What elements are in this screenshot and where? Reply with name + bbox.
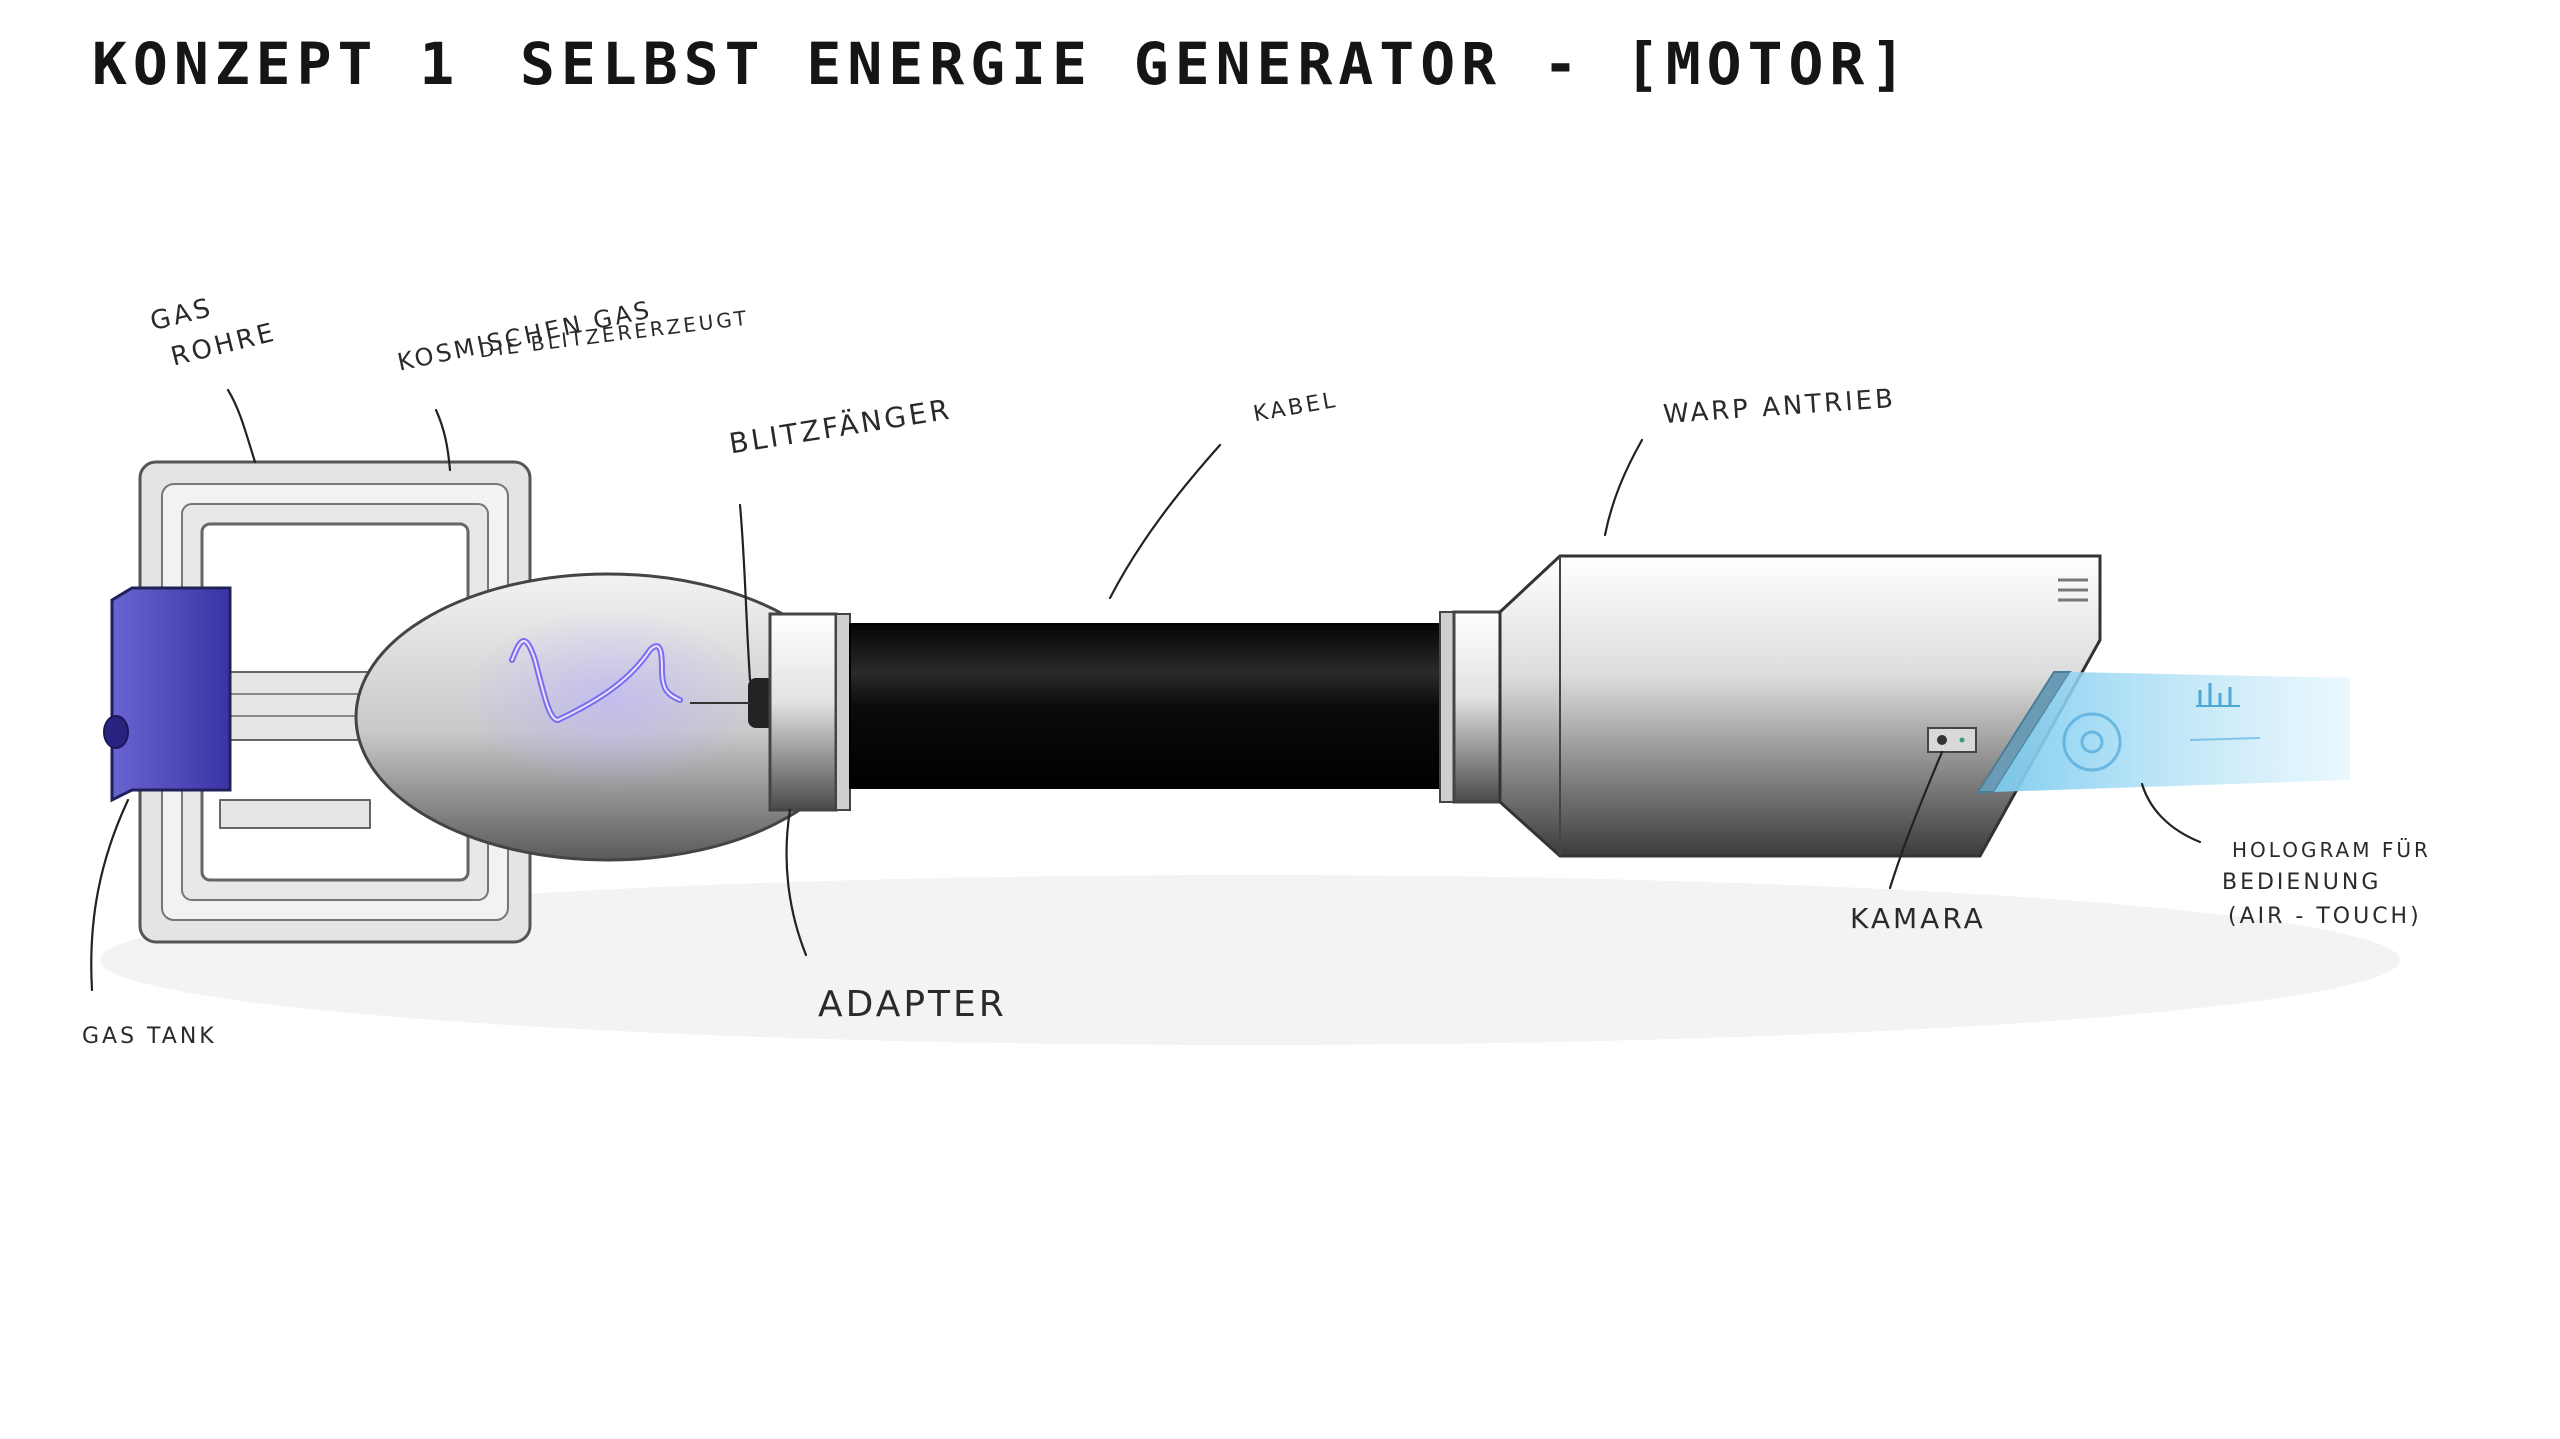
ground-shadow	[100, 875, 2400, 1045]
leader-lines	[90, 388, 2202, 992]
leader-kabel	[1108, 443, 1222, 600]
leader-blitzfaenger	[738, 503, 752, 682]
warp-connector	[1439, 610, 1502, 804]
leader-gas-tank	[90, 798, 130, 992]
label-hologram-line3: (AIR - TOUCH)	[2228, 904, 2422, 929]
label-adapter: ADAPTER	[818, 984, 1007, 1025]
camera-module	[1927, 727, 1977, 753]
cable	[849, 623, 1449, 789]
label-hologram-line2: BEDIENUNG	[2222, 870, 2382, 895]
leader-kosmischen	[434, 408, 452, 472]
warp-drive	[1498, 554, 2102, 858]
label-gas-tank: GAS TANK	[82, 1024, 217, 1049]
leader-adapter	[785, 808, 808, 957]
leader-kamara	[1888, 750, 1944, 890]
gas-tank	[103, 586, 232, 803]
leader-gas-rohre	[226, 388, 257, 464]
label-kamara: KAMARA	[1850, 902, 1986, 935]
generator-title: SELBST ENERGIE GENERATOR - [MOTOR]	[520, 30, 1912, 98]
adapter	[768, 612, 851, 812]
hologram	[1976, 671, 2350, 793]
leader-warp	[1603, 438, 1644, 537]
label-hologram-line1: HOLOGRAM FÜR	[2232, 838, 2431, 862]
concept-title: KONZEPT 1	[92, 30, 461, 98]
leader-hologram	[2140, 782, 2202, 844]
